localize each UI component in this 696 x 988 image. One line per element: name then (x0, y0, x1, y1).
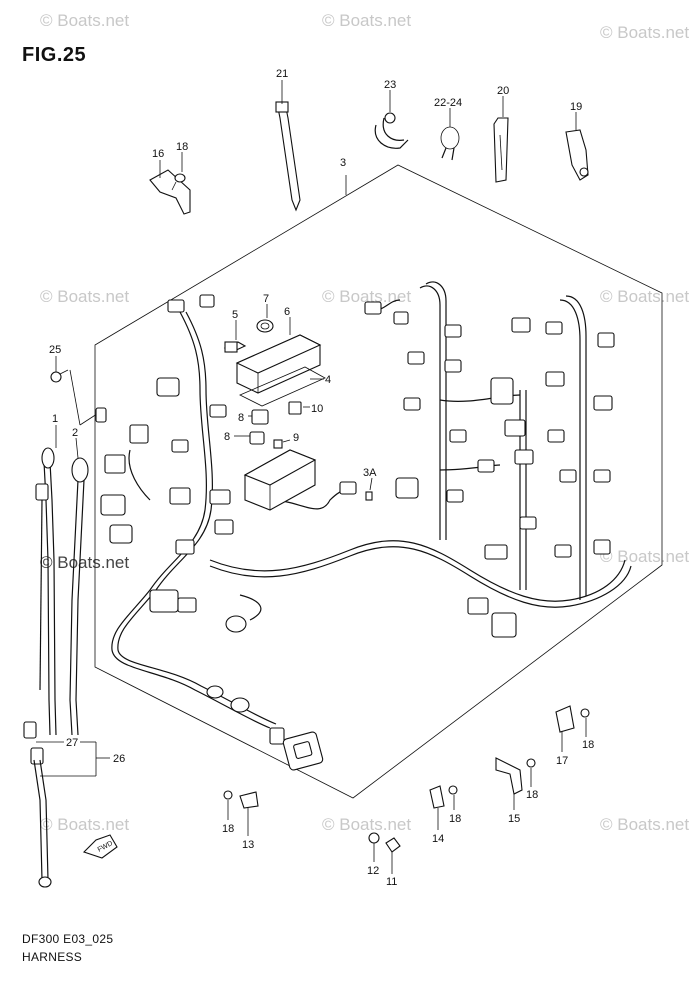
callout-7: 7 (263, 293, 269, 305)
watermark: © Boats.net (600, 815, 689, 834)
watermark: © Boats.net (322, 11, 411, 30)
watermark: © Boats.net (322, 815, 411, 834)
clip-3a (365, 491, 373, 501)
callout-2: 2 (72, 427, 78, 439)
junction-box (243, 449, 317, 511)
watermark: © Boats.net (40, 287, 129, 306)
main-harness-loom (111, 281, 632, 729)
fuse-holder-27 (23, 721, 44, 765)
watermark: © Boats.net (600, 23, 689, 42)
callout-27: 27 (66, 737, 78, 749)
harness-assembly-outline (94, 164, 663, 799)
callout-15: 15 (508, 813, 520, 825)
harness-connectors (100, 294, 615, 638)
callout-8: 8 (238, 412, 244, 424)
watermark-dark: © Boats.net (40, 553, 129, 572)
watermarks: © Boats.net © Boats.net © Boats.net © Bo… (40, 11, 689, 834)
callout-26: 26 (113, 753, 125, 765)
callout-18: 18 (176, 141, 188, 153)
callout-19: 19 (570, 101, 582, 113)
main-harness-plug (206, 685, 324, 771)
callout-20: 20 (497, 85, 509, 97)
callout-5: 5 (232, 309, 238, 321)
callout-11: 11 (386, 876, 397, 888)
bolt-25 (50, 369, 69, 383)
cable-tie-21 (275, 101, 301, 212)
relays (249, 401, 302, 449)
callout-13: 13 (242, 839, 254, 851)
callout-10: 10 (311, 403, 323, 415)
callout-8: 8 (224, 431, 230, 443)
figure-title: FIG.25 (22, 44, 87, 66)
callout-3: 3 (340, 157, 346, 169)
watermark: © Boats.net (40, 11, 129, 30)
fuse-5 (223, 341, 247, 353)
clamp-20 (493, 117, 509, 183)
callout-22-24: 22-24 (434, 97, 462, 109)
fuse-box-cover-4 (239, 366, 326, 407)
ground-cable-26 (33, 759, 52, 888)
harness-lead (35, 483, 49, 691)
watermark: © Boats.net (600, 547, 689, 566)
grommet-7 (256, 319, 274, 333)
clamp-22-24 (440, 126, 460, 161)
forward-arrow: FWD (82, 834, 118, 859)
callout-6: 6 (284, 306, 290, 318)
callout-17: 17 (556, 755, 568, 767)
clamp-19 (565, 129, 589, 181)
callout-3a: 3A (363, 467, 377, 479)
callout-21: 21 (276, 68, 288, 80)
callout-12: 12 (367, 865, 379, 877)
callout-14: 14 (432, 833, 444, 845)
callout-18: 18 (526, 789, 538, 801)
callout-4: 4 (325, 374, 331, 386)
callout-1: 1 (52, 413, 58, 425)
watermark: © Boats.net (40, 815, 129, 834)
callout-16: 16 (152, 148, 164, 160)
bottom-small-parts (223, 705, 590, 853)
callout-23: 23 (384, 79, 396, 91)
fuse-box-6 (235, 334, 322, 394)
figure-name: HARNESS (22, 950, 83, 964)
callout-25: 25 (49, 344, 61, 356)
callout-18: 18 (449, 813, 461, 825)
callout-9: 9 (293, 432, 299, 444)
clamp-23 (374, 112, 409, 149)
leader-lines (36, 80, 587, 874)
watermark: © Boats.net (322, 287, 411, 306)
watermark: © Boats.net (600, 287, 689, 306)
bolt-18-top (171, 173, 186, 191)
figure-code: DF300 E03_025 (22, 932, 114, 946)
callouts: 21 23 22-24 20 19 16 18 3 7 5 6 4 8 10 8… (49, 68, 594, 888)
battery-cable-2 (69, 457, 89, 736)
callout-18: 18 (222, 823, 234, 835)
callout-18: 18 (582, 739, 594, 751)
